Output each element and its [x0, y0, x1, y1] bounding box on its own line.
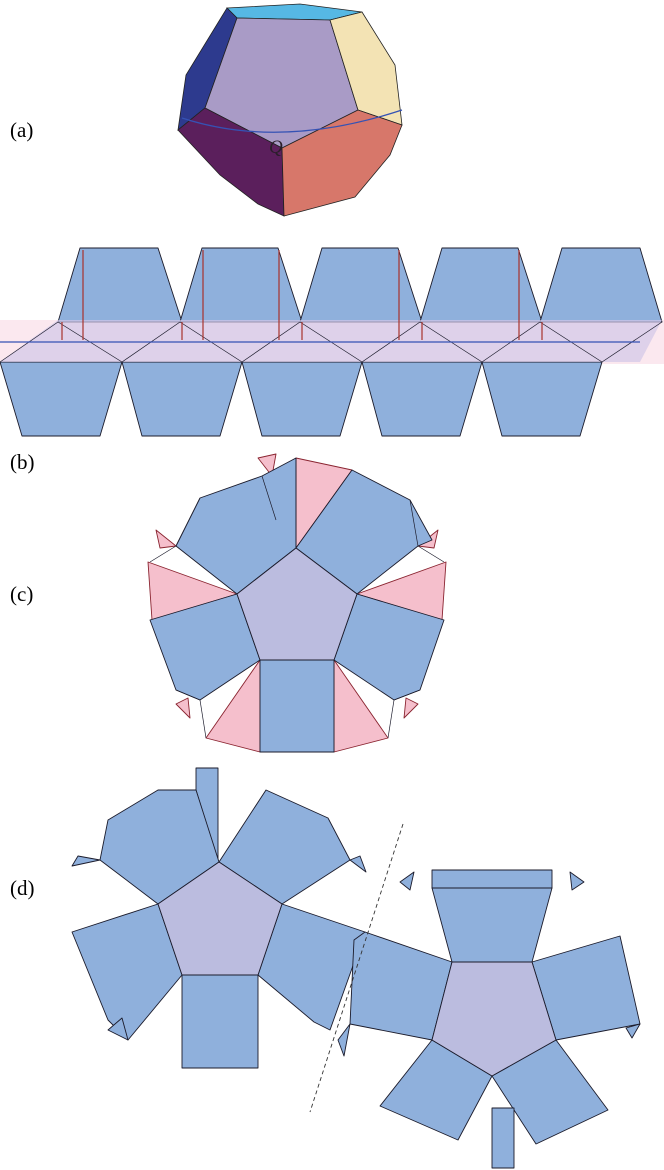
strip-face-top-2 [179, 247, 303, 323]
net-right-tab-4 [337, 1023, 351, 1057]
panel-label-c: (c) [10, 582, 34, 606]
round-center-pentagon [236, 547, 358, 661]
net-right-tab-top [431, 869, 553, 889]
net-left-tab-1 [71, 855, 101, 867]
round-fold-lines [149, 458, 445, 739]
net-right-tab-1 [399, 871, 415, 891]
round-flap-small-1 [155, 529, 177, 549]
round-flap-small-4 [403, 697, 419, 719]
strip-middle-band [0, 320, 662, 362]
solid-face-bottom-right [281, 109, 403, 217]
split-dashed-line [309, 823, 404, 1113]
strip-face-top-1 [57, 247, 183, 323]
solid-geodesic-curve [181, 109, 403, 133]
strip-cut-lines [61, 250, 543, 340]
strip-face-bottom-2 [121, 361, 243, 437]
strip-face-top-5 [539, 247, 663, 323]
dodecahedron-solid: Q [177, 3, 403, 217]
strip-face-top-4 [419, 247, 543, 323]
net-left-tab-3 [107, 1017, 129, 1041]
split-net [71, 767, 641, 1169]
net-right-tab-2 [569, 871, 585, 891]
net-right-tab-bottom [491, 1107, 515, 1169]
panel-label-d: (d) [10, 876, 35, 900]
strip-face-bottom-5 [481, 361, 603, 437]
strip-face-bottom-3 [241, 361, 363, 437]
strip-net [0, 247, 664, 437]
round-face-bottom [259, 659, 335, 753]
net-left-tab-2 [349, 855, 367, 873]
strip-face-bottom-1 [0, 361, 123, 437]
point-q-label: Q [269, 137, 283, 158]
solid-face-right [329, 11, 403, 126]
panel-label-b: (b) [10, 450, 35, 474]
net-left-center-pentagon [157, 861, 283, 976]
round-net [147, 453, 447, 753]
net-right-center-pentagon [431, 961, 557, 1077]
strip-face-top-3 [299, 247, 423, 323]
net-right-face-top [431, 887, 553, 963]
net-right-tab-3 [625, 1023, 641, 1039]
strip-face-bottom-4 [361, 361, 483, 437]
net-left-face-bottom [181, 974, 259, 1069]
round-flap-small-3 [175, 697, 191, 719]
panel-label-a: (a) [10, 118, 34, 142]
